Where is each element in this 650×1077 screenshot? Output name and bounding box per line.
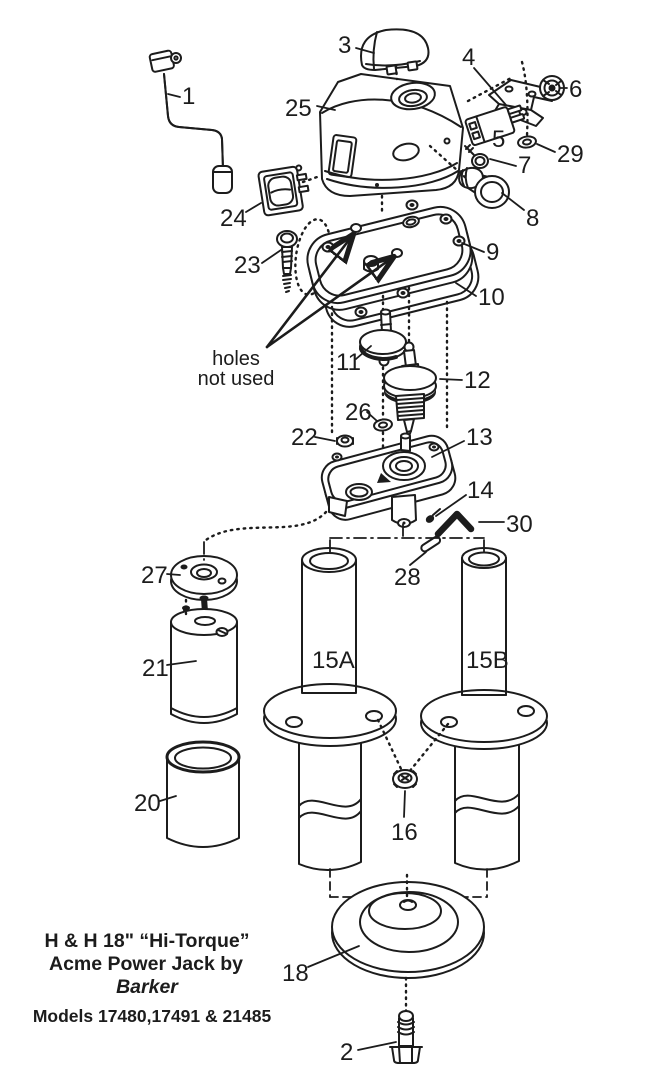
diagram-title-line1: H & H 18" “Hi-Torque” [45,930,250,952]
diagram-title-line2: Acme Power Jack by [49,953,243,975]
part-roll-pin [420,535,442,553]
part-label-15A: 15A [312,647,355,674]
part-label-8: 8 [526,205,539,232]
part-label-4: 4 [462,44,475,71]
part-lag-bolt [389,1010,423,1064]
part-label-28: 28 [394,564,421,591]
part-motor-sleeve [165,740,241,848]
part-leader-21 [166,660,197,666]
part-hex-nut [392,769,418,789]
part-label-21: 21 [142,655,169,682]
part-leader-9 [461,242,485,253]
part-leader-2 [357,1041,397,1051]
part-leader-4 [473,67,507,106]
part-label-14: 14 [467,477,494,504]
part-label-15B: 15B [466,647,509,674]
part-label-20: 20 [134,790,161,817]
part-label-5: 5 [492,126,505,153]
part-leader-7 [489,158,517,167]
part-label-26: 26 [345,399,372,426]
part-leader-24 [245,202,262,213]
part-label-12: 12 [464,367,491,394]
part-leader-12 [439,378,463,381]
part-leader-10 [455,282,477,297]
part-label-2: 2 [340,1039,353,1066]
part-motor-cover [319,73,464,197]
part-drive-gear [383,341,437,437]
part-label-30: 30 [506,511,533,538]
part-label-1: 1 [182,83,195,110]
part-flange-nut [539,75,565,101]
part-leader-25 [316,105,336,111]
part-leg-tube-b [420,547,548,871]
part-set-screw [425,508,441,523]
part-leader-1 [167,93,181,98]
part-leader-18 [307,945,360,968]
part-thrust-washer [373,418,393,432]
part-label-16: 16 [391,819,418,846]
construction-lines-pad [404,873,409,1013]
part-cover-screw [276,230,298,293]
part-label-10: 10 [478,284,505,311]
part-label-27: 27 [141,562,168,589]
part-label-23: 23 [234,252,261,279]
part-label-13: 13 [466,424,493,451]
part-leader-3 [355,47,375,54]
part-housing-base [320,432,457,528]
part-label-11: 11 [336,349,361,376]
part-power-connector [464,104,526,146]
part-label-25: 25 [285,95,312,122]
diagram-title-brand: Barker [116,976,179,998]
part-leader-8 [501,192,525,211]
part-clutch-disc [359,308,407,367]
part-leader-14 [435,494,467,517]
part-label-24: 24 [220,205,247,232]
part-flat-washer [517,135,537,149]
part-bearing-cap [170,555,238,601]
part-label-29: 29 [557,141,584,168]
part-label-18: 18 [282,960,309,987]
part-label-22: 22 [291,424,318,451]
part-leader-16 [403,790,406,818]
part-clutch-cup [458,166,510,209]
part-leg-tube-a [263,547,397,872]
holes-note-line1: holes [212,348,260,370]
part-leader-22 [314,436,336,442]
part-rocker-switch [257,164,310,217]
part-label-9: 9 [486,239,499,266]
part-screw-7 [464,144,489,169]
part-leader-23 [261,249,282,264]
part-crank-handle [148,49,233,194]
part-leader-28 [409,551,427,566]
part-gear-cover [306,199,474,318]
part-hex-key [434,510,475,538]
part-leader-29 [536,143,556,153]
part-cover-cap [360,28,430,76]
part-label-7: 7 [518,152,531,179]
part-leader-11 [355,345,372,360]
holes-note-line2: not used [198,368,275,390]
part-leader-27 [166,573,181,576]
part-small-nut [336,434,354,448]
part-label-3: 3 [338,32,351,59]
part-motor [170,595,238,724]
part-leader-13 [431,440,465,458]
diagram-models-line: Models 17480,17491 & 21485 [33,1006,272,1026]
holes-note-arrows [265,236,392,349]
part-leader-20 [159,795,177,802]
part-leader-26 [366,411,378,422]
part-label-6: 6 [569,76,582,103]
